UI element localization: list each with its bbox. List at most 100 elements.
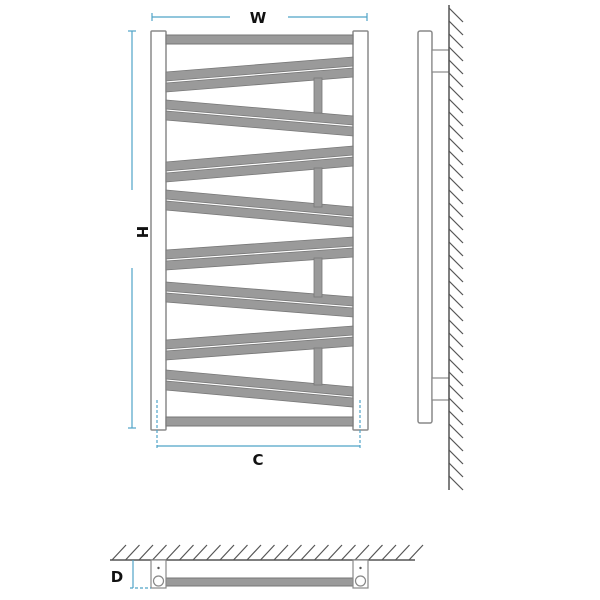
left-rail bbox=[150, 30, 167, 431]
hatch-line bbox=[219, 544, 235, 561]
hatch-line bbox=[448, 306, 464, 322]
towel-bar bbox=[165, 56, 354, 82]
depth-label: D bbox=[111, 568, 123, 586]
top-view: D bbox=[110, 544, 424, 589]
hatch-line bbox=[448, 358, 464, 374]
hatch-line bbox=[260, 544, 275, 561]
hatch-line bbox=[273, 544, 289, 561]
height-dimension bbox=[128, 30, 136, 429]
hatch-line bbox=[448, 33, 464, 49]
hatch-line bbox=[448, 280, 464, 296]
towel-bar bbox=[165, 369, 354, 397]
top-bracket bbox=[431, 49, 450, 73]
hatch-line bbox=[314, 544, 329, 561]
vertical-support bbox=[313, 347, 323, 386]
hatch-line bbox=[448, 137, 464, 153]
towel-bar bbox=[165, 156, 354, 183]
hatch-line bbox=[448, 254, 464, 270]
bottom-bracket bbox=[431, 377, 450, 401]
side-view bbox=[417, 5, 464, 491]
hatch-line bbox=[448, 72, 464, 88]
hatch-line bbox=[448, 462, 464, 478]
hatch-line bbox=[138, 544, 154, 561]
hatch-line bbox=[448, 475, 464, 491]
bottom-bar bbox=[165, 416, 354, 427]
towel-bar bbox=[165, 189, 354, 217]
height-label: H bbox=[133, 226, 151, 239]
hatch-line bbox=[448, 85, 464, 101]
hatch-line bbox=[408, 544, 424, 561]
hatch-line bbox=[448, 449, 464, 465]
hatch-line bbox=[327, 544, 343, 561]
hatch-line bbox=[448, 397, 464, 413]
top-view-bar bbox=[165, 577, 354, 587]
towel-bar bbox=[165, 236, 354, 260]
hatch-line bbox=[448, 189, 464, 205]
hatch-line bbox=[152, 544, 167, 561]
hatch-line bbox=[448, 332, 464, 348]
hatch-line bbox=[395, 544, 410, 561]
hatch-line bbox=[300, 544, 316, 561]
hatch-line bbox=[448, 267, 464, 283]
hatch-line bbox=[448, 241, 464, 257]
centers-dimension bbox=[156, 400, 361, 449]
hatch-line bbox=[448, 163, 464, 179]
centers-label: C bbox=[252, 451, 263, 469]
towel-bar bbox=[165, 292, 354, 318]
hatch-line bbox=[448, 124, 464, 140]
hatch-line bbox=[125, 544, 140, 561]
width-label: W bbox=[250, 9, 267, 27]
towel-bar bbox=[165, 247, 354, 271]
hatch-line bbox=[206, 544, 221, 561]
hatch-line bbox=[448, 176, 464, 192]
width-dimension bbox=[151, 13, 368, 21]
hatch-line bbox=[448, 293, 464, 309]
towel-bar bbox=[165, 325, 354, 350]
hatch-line bbox=[354, 544, 370, 561]
towel-bar bbox=[165, 380, 354, 408]
hatch-line bbox=[233, 544, 248, 561]
hatch-line bbox=[448, 111, 464, 127]
hatch-line bbox=[341, 544, 356, 561]
right-rail bbox=[352, 30, 369, 431]
hatch-line bbox=[448, 436, 464, 452]
depth-dimension bbox=[130, 560, 151, 589]
hatch-line bbox=[448, 150, 464, 166]
hatch-line bbox=[246, 544, 262, 561]
hatch-line bbox=[192, 544, 208, 561]
towel-bar bbox=[165, 145, 354, 172]
vertical-support bbox=[313, 167, 323, 208]
hatch-line bbox=[448, 46, 464, 62]
towel-bar bbox=[165, 281, 354, 307]
towel-bar bbox=[165, 336, 354, 361]
towel-bar bbox=[165, 200, 354, 228]
towel-bar bbox=[165, 110, 354, 137]
hatch-line bbox=[179, 544, 194, 561]
hatch-line bbox=[448, 215, 464, 231]
hatch-line bbox=[448, 371, 464, 387]
right-bracket bbox=[352, 559, 369, 589]
vertical-support bbox=[313, 257, 323, 298]
wall-hatching bbox=[111, 544, 424, 561]
hatch-line bbox=[111, 544, 127, 561]
top-bar bbox=[165, 34, 354, 45]
vertical-support bbox=[313, 77, 323, 114]
hatch-line bbox=[448, 345, 464, 361]
hatch-line bbox=[165, 544, 181, 561]
hatch-line bbox=[448, 423, 464, 439]
hatch-line bbox=[448, 20, 464, 36]
hatch-line bbox=[448, 384, 464, 400]
left-bracket bbox=[150, 559, 167, 589]
hatch-line bbox=[448, 319, 464, 335]
hatch-line bbox=[381, 544, 397, 561]
hatch-line bbox=[287, 544, 302, 561]
zigzag-bars bbox=[165, 56, 354, 408]
hatch-line bbox=[448, 98, 464, 114]
hatch-line bbox=[448, 7, 464, 23]
hatch-line bbox=[448, 59, 464, 75]
hatch-line bbox=[368, 544, 383, 561]
hatch-line bbox=[448, 228, 464, 244]
hatch-line bbox=[448, 202, 464, 218]
front-view bbox=[150, 30, 369, 431]
